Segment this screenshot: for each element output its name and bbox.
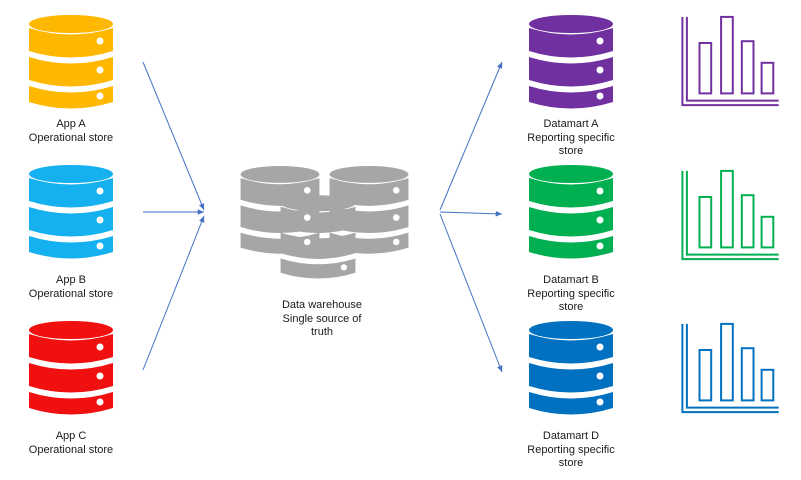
warehouse-title: Data warehouse bbox=[281, 299, 363, 311]
app-a-name: App A bbox=[56, 118, 86, 130]
app-b-name: App B bbox=[56, 274, 86, 286]
app-b-subtitle: Operational store bbox=[28, 287, 114, 300]
app-c-subtitle: Operational store bbox=[28, 443, 114, 456]
datamart-b-subtitle-1: Reporting specific bbox=[527, 287, 615, 300]
app-a-database-icon bbox=[29, 15, 113, 109]
connector-app-a bbox=[142, 61, 205, 211]
datamart-d-caption: Datamart D Reporting specific store bbox=[511, 430, 631, 471]
connector-datamart-a bbox=[439, 61, 503, 211]
app-c-name: App C bbox=[55, 430, 87, 442]
app-a-subtitle: Operational store bbox=[28, 131, 114, 144]
app-c-caption: App C Operational store bbox=[21, 430, 121, 457]
datamart-d-subtitle-1: Reporting specific bbox=[527, 443, 615, 456]
datamart-d-subtitle-2: store bbox=[558, 457, 584, 469]
app-a-caption: App A Operational store bbox=[21, 118, 121, 145]
datamart-b-subtitle-2: store bbox=[558, 301, 584, 313]
datamart-a-subtitle-2: store bbox=[558, 145, 584, 157]
connector-datamart-d bbox=[439, 213, 503, 373]
datamart-a-name: Datamart A bbox=[543, 118, 599, 130]
datamart-a-report-icon bbox=[681, 15, 780, 107]
connector-datamart-b bbox=[439, 210, 503, 217]
datamart-b-caption: Datamart B Reporting specific store bbox=[511, 274, 631, 315]
warehouse-subtitle-2: truth bbox=[310, 326, 333, 338]
datamart-a-caption: Datamart A Reporting specific store bbox=[511, 118, 631, 159]
datamart-d-report-icon bbox=[681, 322, 780, 414]
connector-app-c bbox=[142, 215, 205, 371]
datamart-b-database-icon bbox=[529, 165, 613, 259]
datamart-b-name: Datamart B bbox=[543, 274, 599, 286]
connectors-in bbox=[142, 61, 205, 371]
app-b-database-icon bbox=[29, 165, 113, 259]
app-c-database-icon bbox=[29, 321, 113, 415]
datamart-a-database-icon bbox=[529, 15, 613, 109]
datamart-b-report-icon bbox=[681, 169, 780, 261]
app-b-caption: App B Operational store bbox=[21, 274, 121, 301]
datamart-d-name: Datamart D bbox=[542, 430, 600, 442]
connectors-out bbox=[439, 61, 503, 373]
datamart-a-subtitle-1: Reporting specific bbox=[527, 131, 615, 144]
warehouse-caption: Data warehouse Single source of truth bbox=[262, 299, 382, 340]
datamart-d-database-icon bbox=[529, 321, 613, 415]
warehouse-subtitle-1: Single source of bbox=[282, 312, 362, 325]
data-warehouse-icon bbox=[240, 165, 409, 279]
